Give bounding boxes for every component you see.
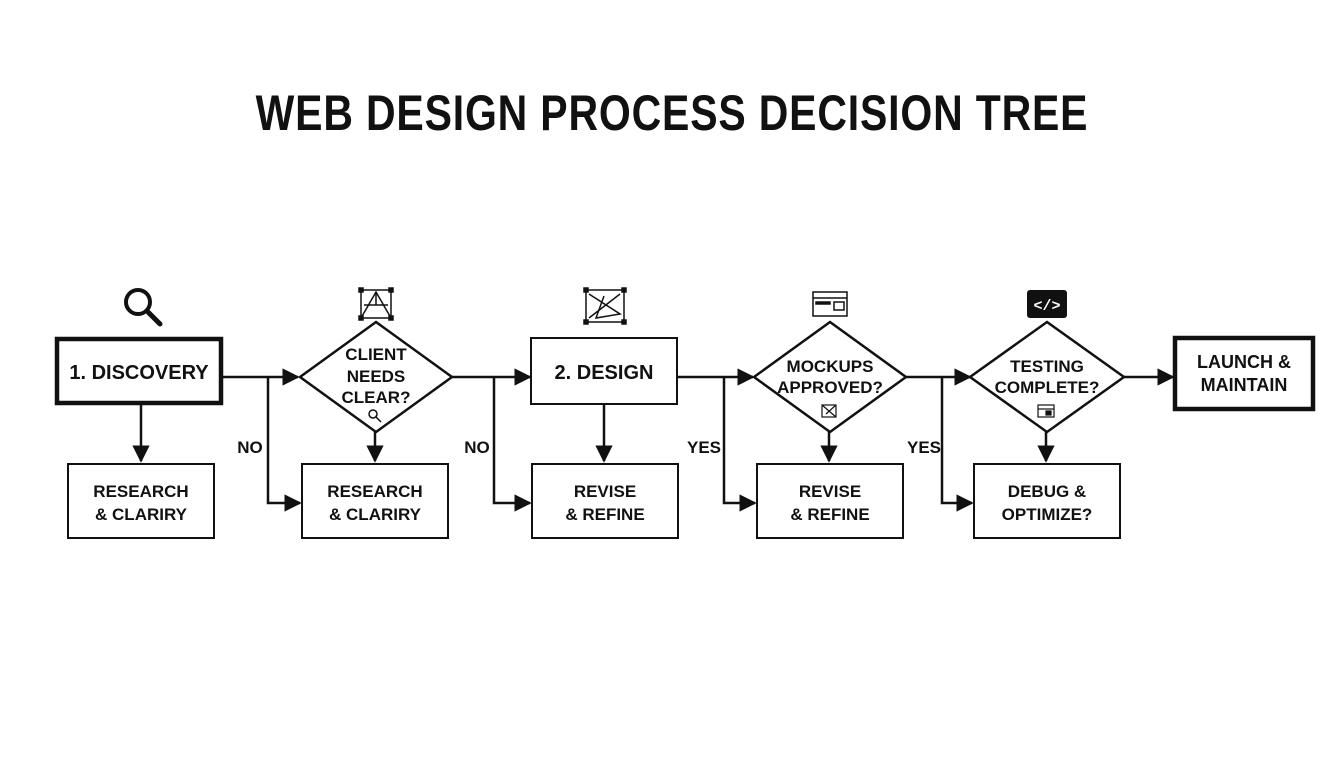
- debug-node: DEBUG & OPTIMIZE?: [973, 463, 1121, 539]
- edge-label-yes1: YES: [687, 438, 721, 457]
- image-placeholder-icon: [821, 404, 837, 418]
- branch-no2: [492, 377, 532, 512]
- down-connectors: [132, 404, 1055, 463]
- small-magnifier-icon: [368, 409, 382, 423]
- mockups-line2: APPROVED?: [777, 378, 883, 397]
- testing-line1: TESTING: [1010, 357, 1084, 376]
- research2-line2: & CLARIRY: [329, 505, 422, 524]
- revise2-line2: & REFINE: [790, 505, 869, 524]
- edge-label-yes2: YES: [907, 438, 941, 457]
- code-icon: </>: [1027, 290, 1067, 318]
- code-icon-glyph: </>: [1033, 298, 1060, 315]
- launch-node: LAUNCH & MAINTAIN: [1172, 335, 1316, 412]
- mockups-line1: MOCKUPS: [787, 357, 874, 376]
- revise1-line1: REVISE: [574, 482, 636, 501]
- branch-no1: [266, 377, 302, 512]
- research1-node: RESEARCH & CLARIRY: [67, 463, 215, 539]
- debug-line1: DEBUG &: [1008, 482, 1086, 501]
- mockups-node: MOCKUPS APPROVED?: [751, 320, 909, 434]
- branch-connectors: [266, 377, 974, 512]
- research2-node: RESEARCH & CLARIRY: [301, 463, 449, 539]
- launch-line2: MAINTAIN: [1201, 375, 1288, 395]
- discovery-node: 1. DISCOVERY: [54, 336, 224, 406]
- design-label: 2. DESIGN: [555, 362, 654, 384]
- research2-line1: RESEARCH: [327, 482, 422, 501]
- client-needs-line2: NEEDS: [347, 367, 406, 386]
- testing-node: TESTING COMPLETE?: [967, 320, 1127, 434]
- design-node: 2. DESIGN: [530, 337, 678, 405]
- debug-line2: OPTIMIZE?: [1002, 505, 1093, 524]
- revise1-node: REVISE & REFINE: [531, 463, 679, 539]
- client-needs-node: CLIENT NEEDS CLEAR?: [297, 320, 455, 434]
- testing-line2: COMPLETE?: [995, 378, 1100, 397]
- client-needs-line1: CLIENT: [345, 345, 407, 364]
- research1-line1: RESEARCH: [93, 482, 188, 501]
- edge-label-no2: NO: [464, 438, 490, 457]
- client-needs-line3: CLEAR?: [342, 388, 411, 407]
- small-browser-icon: [1037, 404, 1055, 418]
- vector-design-icon: [583, 287, 627, 325]
- branch-yes2: [940, 377, 974, 512]
- page-title: WEB DESIGN PROCESS DECISION TREE: [255, 85, 1089, 141]
- wireframe-icon: [358, 287, 394, 321]
- magnifier-icon: [124, 288, 163, 327]
- browser-window-icon: [812, 291, 848, 317]
- launch-line1: LAUNCH &: [1197, 352, 1291, 372]
- revise1-line2: & REFINE: [565, 505, 644, 524]
- branch-yes1: [722, 377, 757, 512]
- edge-label-no1: NO: [237, 438, 263, 457]
- revise2-node: REVISE & REFINE: [756, 463, 904, 539]
- revise2-line1: REVISE: [799, 482, 861, 501]
- discovery-label: 1. DISCOVERY: [69, 362, 209, 384]
- research1-line2: & CLARIRY: [95, 505, 188, 524]
